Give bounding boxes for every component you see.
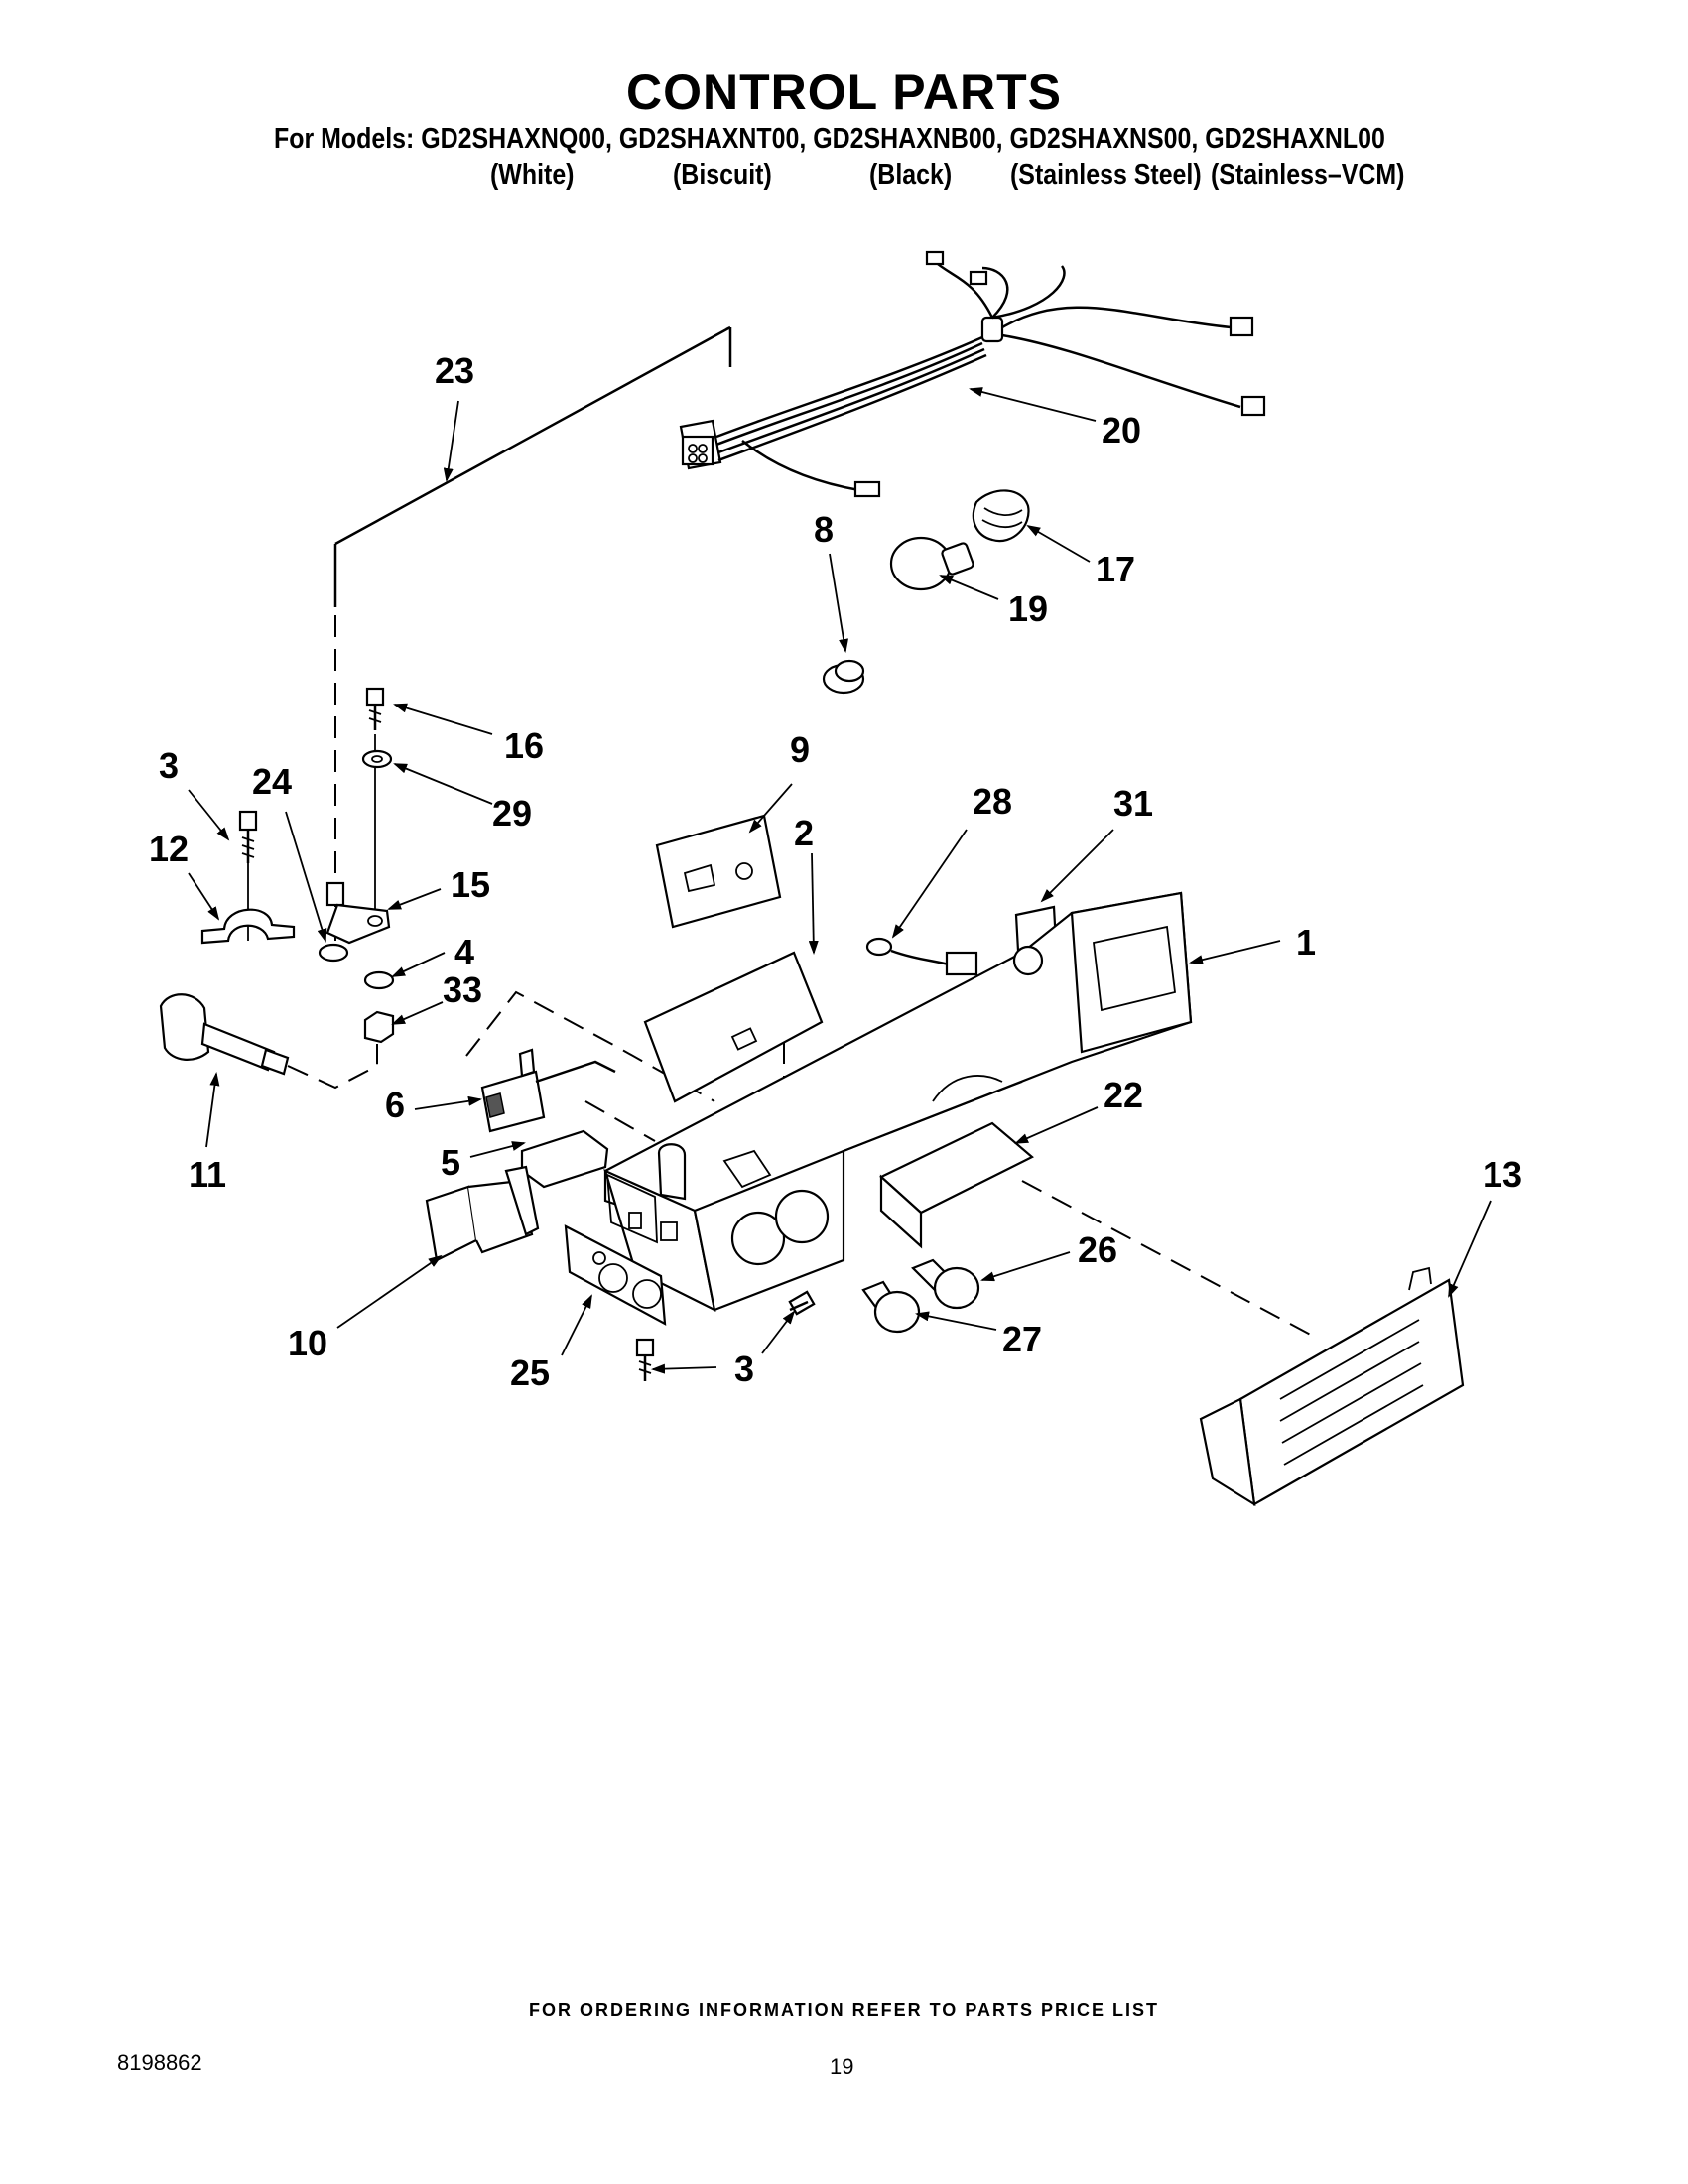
callout-15: 15	[451, 864, 490, 905]
callout-3-left: 3	[159, 745, 179, 786]
callout-12: 12	[149, 829, 189, 869]
callout-22: 22	[1104, 1075, 1143, 1115]
callout-20: 20	[1102, 410, 1141, 450]
part-10-clip	[425, 1165, 540, 1262]
part-9-label	[655, 814, 782, 929]
callout-4: 4	[454, 932, 474, 972]
color-biscuit: (Biscuit)	[673, 159, 772, 191]
page-number: 19	[830, 2054, 854, 2079]
callout-11: 11	[189, 1154, 226, 1195]
callout-26: 26	[1078, 1229, 1117, 1270]
document-number: 8198862	[117, 2050, 202, 2075]
part-15-bracket	[325, 881, 391, 945]
callout-10: 10	[288, 1323, 327, 1363]
callout-29: 29	[492, 793, 532, 834]
part-24-washer	[318, 943, 349, 963]
callout-2: 2	[794, 813, 814, 853]
callout-27: 27	[1002, 1319, 1042, 1359]
callout-25: 25	[510, 1352, 550, 1393]
page-title: CONTROL PARTS	[626, 64, 1062, 120]
callout-19: 19	[1008, 588, 1048, 629]
part-28-thermistor	[865, 937, 978, 976]
callout-6: 6	[385, 1085, 405, 1125]
part-1-control-housing	[603, 891, 1193, 1312]
color-stainless-steel: (Stainless Steel)	[1010, 159, 1202, 191]
part-8-plug	[822, 659, 865, 695]
callout-24: 24	[252, 761, 292, 802]
part-20-wire-harness	[679, 250, 1266, 498]
part-29-washer	[361, 749, 393, 769]
part-6-thermostat	[480, 1048, 616, 1133]
part-17-lamp-socket	[972, 489, 1030, 543]
part-16-screw	[365, 687, 385, 730]
models-line: For Models: GD2SHAXNQ00, GD2SHAXNT00, GD…	[274, 123, 1385, 155]
part-4-washer	[363, 970, 395, 990]
part-33-nut	[363, 1010, 395, 1044]
part-13-vent-grille	[1199, 1266, 1465, 1507]
part-25-control-overlay	[564, 1224, 667, 1326]
part-19-light-bulb	[889, 536, 974, 591]
callout-23: 23	[435, 350, 474, 391]
callout-16: 16	[504, 725, 544, 766]
callout-3-bottom: 3	[734, 1349, 754, 1389]
callout-31: 31	[1113, 783, 1153, 824]
assembly-line	[584, 1100, 1321, 1341]
part-12-clamp	[200, 908, 296, 945]
callout-numbers: 23 20 8 17 19 16 29 3 24 12 15 9 28 31 2…	[149, 350, 1522, 1393]
part-2-insulation	[643, 951, 824, 1103]
color-white: (White)	[490, 159, 575, 191]
leader-lines	[188, 387, 1492, 1374]
part-11-shaft	[159, 993, 290, 1076]
callout-33: 33	[443, 969, 482, 1010]
color-stainless-vcm: (Stainless–VCM)	[1211, 159, 1405, 191]
callout-1: 1	[1296, 922, 1316, 963]
callout-5: 5	[441, 1142, 460, 1183]
part-3-screw-left	[238, 810, 258, 863]
part-3-screw-bottom-b	[635, 1338, 655, 1381]
part-22-insulation-pad	[879, 1121, 1034, 1249]
callout-17: 17	[1096, 549, 1135, 589]
color-black: (Black)	[869, 159, 953, 191]
part-5-foam-block	[520, 1129, 609, 1189]
ordering-note: FOR ORDERING INFORMATION REFER TO PARTS …	[528, 2000, 1159, 2020]
callout-28: 28	[973, 781, 1012, 822]
part-26-knob	[911, 1258, 980, 1310]
callout-13: 13	[1483, 1154, 1522, 1195]
callout-9: 9	[790, 729, 810, 770]
part-3-screw-bottom-a	[788, 1290, 816, 1316]
assembly-line	[287, 1044, 378, 1090]
part-27-knob	[861, 1280, 921, 1334]
callout-8: 8	[814, 509, 834, 550]
